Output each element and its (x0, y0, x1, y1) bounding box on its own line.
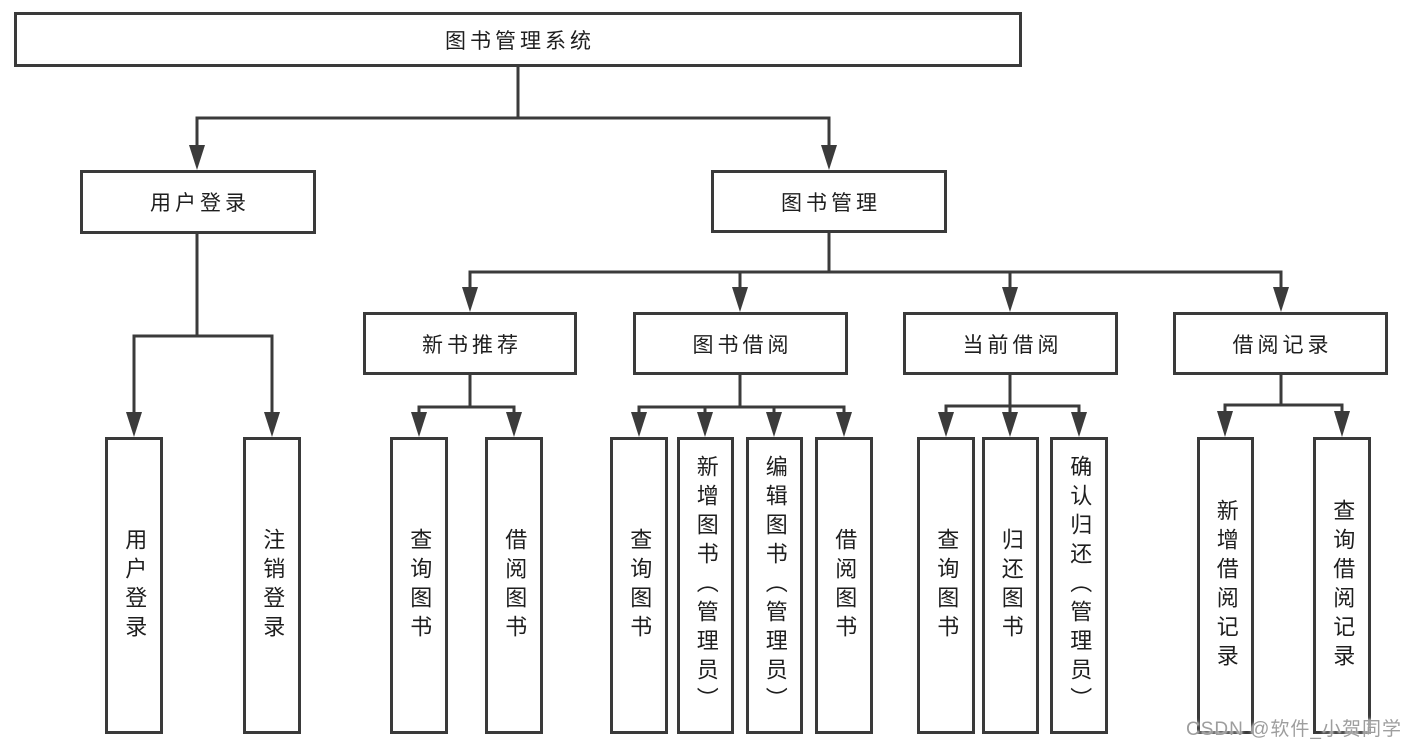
leaf-newbook-borrow-books-label: 借阅图书 (502, 527, 528, 644)
connector-borrow-to-leaves (631, 374, 852, 437)
node-new-book-recommend-label: 新书推荐 (422, 333, 522, 357)
connector-mgmt-to-level2 (462, 232, 1289, 312)
leaf-borrow-borrow-books-label: 借阅图书 (832, 527, 858, 644)
node-user-login-label: 用户登录 (150, 192, 250, 215)
connector-root-to-level1 (189, 66, 837, 170)
leaf-user-login: 用户登录 (105, 437, 163, 734)
node-borrowing-records: 借阅记录 (1173, 312, 1388, 375)
node-current-borrowing: 当前借阅 (903, 312, 1118, 375)
leaf-record-add-borrow-record: 新增借阅记录 (1197, 437, 1254, 734)
node-book-management: 图书管理 (711, 170, 947, 233)
leaf-borrow-add-books-admin: 新增图书（管理员） (677, 437, 734, 734)
leaf-current-confirm-return-admin-label: 确认归还（管理员） (1067, 455, 1093, 716)
leaf-current-return-books: 归还图书 (982, 437, 1039, 734)
connector-login-to-leaves (126, 233, 280, 437)
node-book-borrowing-label: 图书借阅 (692, 333, 793, 357)
leaf-current-return-books-label: 归还图书 (998, 527, 1024, 644)
leaf-logout: 注销登录 (243, 437, 301, 734)
leaf-current-query-books: 查询图书 (917, 437, 975, 734)
leaf-borrow-add-books-admin-label: 新增图书（管理员） (693, 455, 719, 716)
leaf-current-confirm-return-admin: 确认归还（管理员） (1050, 437, 1108, 734)
node-root-system: 图书管理系统 (14, 12, 1022, 67)
csdn-watermark: CSDN @软件_小贺同学 (1186, 719, 1402, 740)
leaf-record-query-borrow-record-label: 查询借阅记录 (1330, 498, 1356, 673)
leaf-newbook-query-books: 查询图书 (390, 437, 448, 734)
leaf-borrow-query-books-label: 查询图书 (627, 527, 653, 644)
node-book-management-label: 图书管理 (781, 191, 881, 215)
node-root-label: 图书管理系统 (445, 29, 595, 53)
node-borrowing-records-label: 借阅记录 (1232, 333, 1333, 357)
leaf-current-query-books-label: 查询图书 (934, 527, 960, 644)
node-user-login: 用户登录 (80, 170, 316, 234)
connector-record-to-leaves (1217, 374, 1350, 437)
node-current-borrowing-label: 当前借阅 (962, 333, 1063, 357)
node-new-book-recommend: 新书推荐 (363, 312, 577, 375)
connector-newbook-to-leaves (411, 374, 522, 437)
leaf-newbook-borrow-books: 借阅图书 (485, 437, 543, 734)
leaf-borrow-edit-books-admin: 编辑图书（管理员） (746, 437, 803, 734)
leaf-borrow-borrow-books: 借阅图书 (815, 437, 873, 734)
leaf-borrow-edit-books-admin-label: 编辑图书（管理员） (762, 455, 788, 716)
leaf-newbook-query-books-label: 查询图书 (407, 527, 433, 644)
connector-current-to-leaves (938, 374, 1087, 437)
leaf-user-login-label: 用户登录 (122, 527, 148, 644)
leaf-record-add-borrow-record-label: 新增借阅记录 (1213, 498, 1239, 673)
leaf-record-query-borrow-record: 查询借阅记录 (1313, 437, 1371, 734)
leaf-logout-label: 注销登录 (260, 527, 286, 644)
node-book-borrowing: 图书借阅 (633, 312, 848, 375)
leaf-borrow-query-books: 查询图书 (610, 437, 668, 734)
